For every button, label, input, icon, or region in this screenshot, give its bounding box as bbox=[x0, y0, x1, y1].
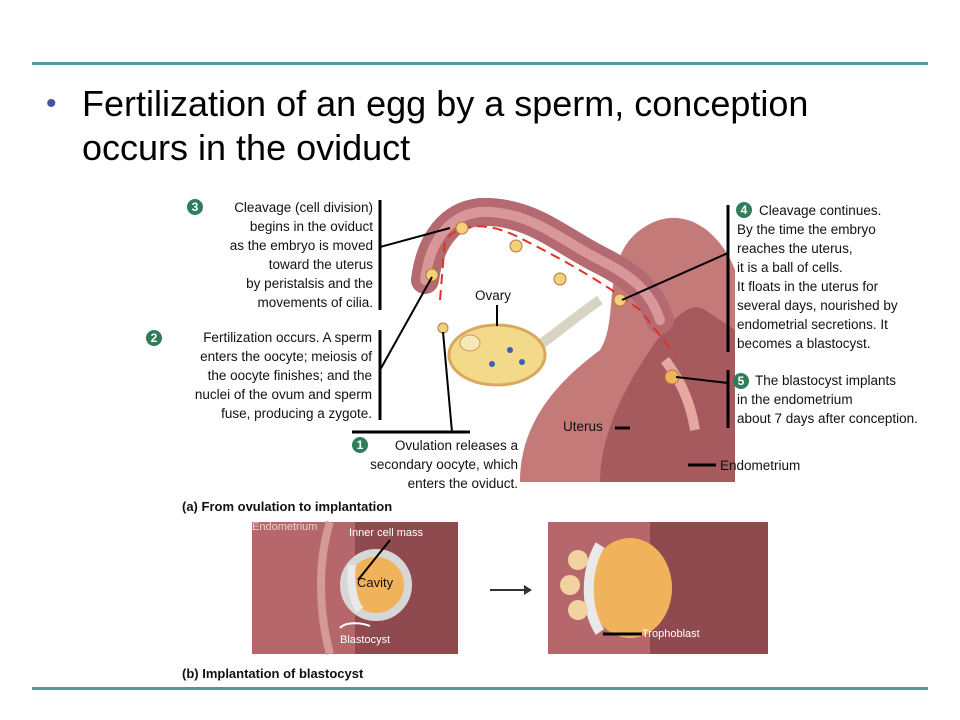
step-1-line: enters the oviduct. bbox=[407, 476, 518, 491]
inner-cell-mass-label: Inner cell mass bbox=[349, 527, 423, 539]
step-4-caption: Cleavage continues. By the time the embr… bbox=[737, 201, 952, 353]
step-2-line: nuclei of the ovum and sperm bbox=[194, 387, 372, 402]
step-5-line: in the endometrium bbox=[737, 392, 853, 407]
migration-path bbox=[439, 225, 676, 356]
step-4-line: several days, nourished by bbox=[737, 298, 898, 313]
trophoblast-label: Trophoblast bbox=[642, 628, 700, 640]
step-4-line: reaches the uterus, bbox=[737, 241, 853, 256]
step-4-line: Cleavage continues. bbox=[759, 203, 882, 218]
oocyte bbox=[437, 322, 449, 334]
step-3-line: movements of cilia. bbox=[257, 295, 373, 310]
uterus-label: Uterus bbox=[563, 419, 603, 434]
blastocyst-left bbox=[340, 549, 412, 621]
blastocyst-right bbox=[588, 538, 672, 638]
part-a-letter: (a) bbox=[182, 499, 198, 514]
step-1-line: secondary oocyte, which bbox=[370, 457, 518, 472]
step-4-line: it is a ball of cells. bbox=[737, 260, 843, 275]
ovary bbox=[447, 323, 547, 387]
top-rule bbox=[32, 62, 928, 65]
step-badge-3: 3 bbox=[187, 199, 203, 215]
embryo-2cell bbox=[455, 221, 469, 235]
step-3-line: as the embryo is moved bbox=[229, 238, 373, 253]
part-a-caption: (a) From ovulation to implantation bbox=[182, 499, 392, 514]
step-5-caption: The blastocyst implants in the endometri… bbox=[737, 371, 957, 428]
step-2-line: the oocyte finishes; and the bbox=[207, 368, 372, 383]
cavity-label: Cavity bbox=[357, 575, 394, 590]
ovary-ligament bbox=[536, 295, 603, 349]
step-badge-4: 4 bbox=[736, 202, 752, 218]
step-4-line: By the time the embryo bbox=[737, 222, 876, 237]
part-b-caption: (b) Implantation of blastocyst bbox=[182, 666, 364, 681]
zygote bbox=[425, 268, 439, 282]
ovary-follicle bbox=[459, 334, 481, 352]
step-3-line: begins in the oviduct bbox=[249, 219, 373, 234]
step-2-line: fuse, producing a zygote. bbox=[221, 406, 372, 421]
step-3-line: toward the uterus bbox=[268, 257, 373, 272]
step-1-line: Ovulation releases a bbox=[394, 438, 518, 453]
uterus-lining bbox=[660, 357, 700, 431]
step-badge-2: 2 bbox=[146, 330, 162, 346]
title-text: Fertilization of an egg by a sperm, conc… bbox=[82, 83, 809, 168]
embryo-4cell bbox=[509, 239, 523, 253]
step-5-line: The blastocyst implants bbox=[755, 373, 897, 388]
step-2-line: Fertilization occurs. A sperm bbox=[203, 330, 372, 345]
step-badge-5: 5 bbox=[733, 373, 749, 389]
step-4-line: It floats in the uterus for bbox=[737, 279, 879, 294]
uterus-wall bbox=[600, 307, 735, 482]
step-1-caption: Ovulation releases a secondary oocyte, w… bbox=[330, 436, 518, 493]
step-3-line: Cleavage (cell division) bbox=[234, 200, 373, 215]
blastocyst-label: Blastocyst bbox=[340, 634, 391, 646]
step-2-line: enters the oocyte; meiosis of bbox=[200, 349, 372, 364]
bullet: • bbox=[46, 87, 57, 120]
panel-endometrium-label: Endometrium bbox=[252, 521, 318, 533]
part-a-text: From ovulation to implantation bbox=[201, 499, 393, 514]
step-4-line: becomes a blastocyst. bbox=[737, 336, 871, 351]
ovary-label: Ovary bbox=[475, 288, 512, 303]
step-badge-1: 1 bbox=[352, 437, 368, 453]
step-5-line: about 7 days after conception. bbox=[737, 411, 918, 426]
step-2-caption: Fertilization occurs. A sperm enters the… bbox=[150, 328, 372, 423]
step-3-caption: Cleavage (cell division) begins in the o… bbox=[185, 198, 373, 312]
endometrium-label: Endometrium bbox=[720, 458, 801, 473]
morula bbox=[613, 293, 627, 307]
embryo-8cell bbox=[553, 272, 567, 286]
oviduct-inner bbox=[420, 206, 665, 325]
step-4-line: endometrial secretions. It bbox=[737, 317, 888, 332]
bottom-rule bbox=[32, 687, 928, 690]
step-3-line: by peristalsis and the bbox=[246, 276, 373, 291]
